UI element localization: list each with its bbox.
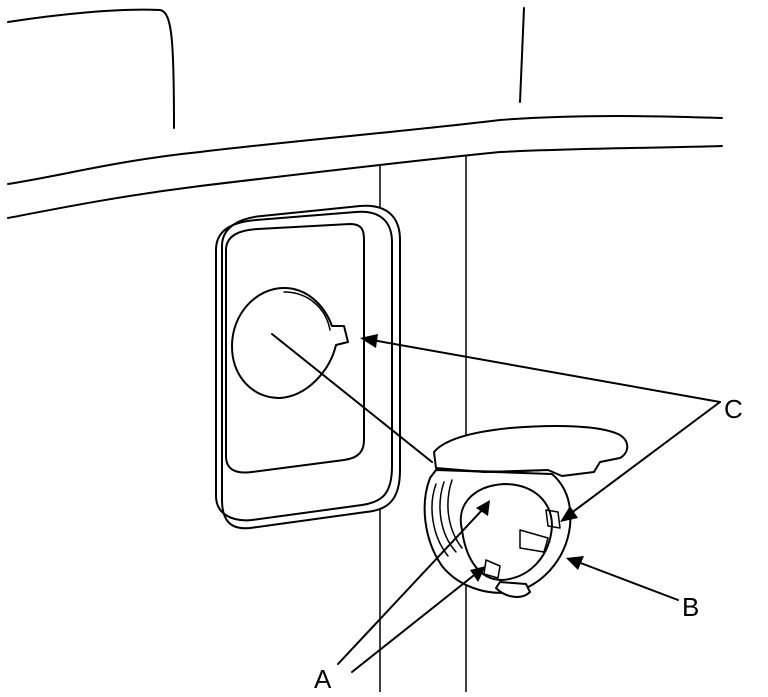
upper-panel-seam xyxy=(519,7,525,103)
mounting-hole xyxy=(231,287,349,399)
roof-line-upper xyxy=(7,115,723,185)
panel-outer-frame xyxy=(221,204,401,530)
lower-inner-tab xyxy=(483,559,501,579)
arrow-c-hole xyxy=(360,334,378,348)
grommet-cap xyxy=(433,425,629,477)
leader-b xyxy=(577,561,679,601)
leader-c-to-claw xyxy=(569,401,721,515)
mounting-panel xyxy=(215,204,401,530)
callout-a-label: A xyxy=(314,664,332,692)
panel-inner-frame xyxy=(215,210,393,522)
grommet-part xyxy=(423,425,629,598)
roof-line-lower xyxy=(7,145,723,219)
leader-a-lower xyxy=(351,571,479,673)
side-claw xyxy=(545,509,561,529)
grommet-rib-2 xyxy=(439,481,457,553)
inner-tab xyxy=(519,529,549,553)
bottom-tab xyxy=(495,581,531,598)
arrow-a-upper xyxy=(476,500,490,516)
upper-left-panel-edge xyxy=(7,8,175,129)
leader-c-to-hole xyxy=(371,339,721,403)
alignment-line xyxy=(271,333,433,463)
callout-c-label: C xyxy=(724,394,743,424)
arrow-b xyxy=(566,556,584,570)
cap-edge xyxy=(435,467,549,473)
callout-b-label: B xyxy=(682,592,699,622)
mounting-hole-rim xyxy=(283,291,331,331)
arrow-a-lower xyxy=(470,566,486,582)
arrow-c-claw xyxy=(560,506,578,522)
grommet-rib-3 xyxy=(447,479,463,549)
leader-a-upper xyxy=(337,507,485,665)
leader-lines xyxy=(337,334,721,673)
panel-recess xyxy=(225,223,365,474)
